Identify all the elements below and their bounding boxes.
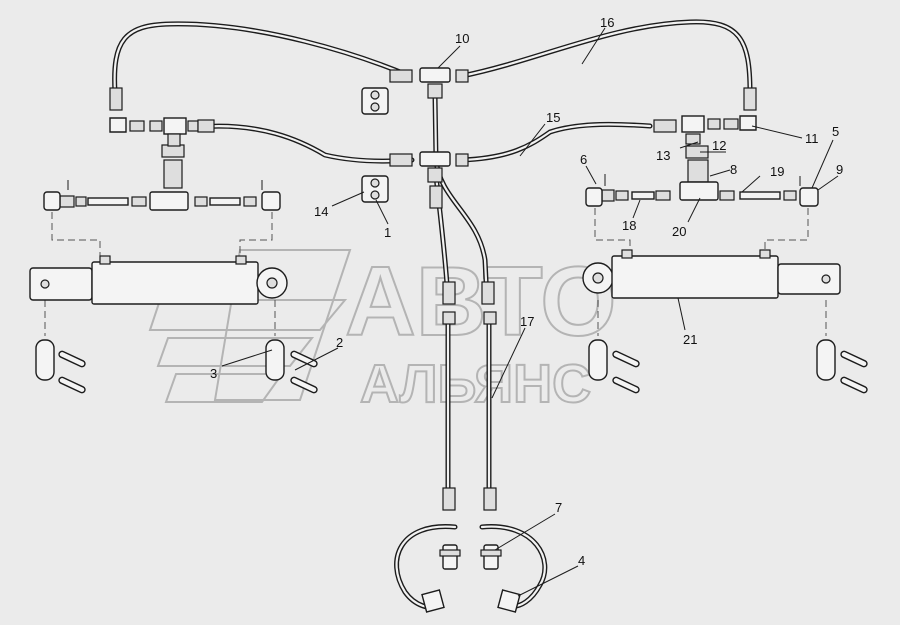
callout-13: 13	[656, 148, 670, 163]
callout-12: 12	[712, 138, 726, 153]
hose-end-fittings	[442, 281, 497, 511]
callout-labels: 10 16 15 11 5 12 13 8 9 6 19 18 20 21 14…	[210, 15, 843, 568]
clamp-plate-14	[361, 175, 389, 203]
callout-11: 11	[805, 131, 819, 146]
left-distribution-line	[43, 144, 281, 211]
hose-16	[112, 19, 753, 95]
callout-19: 19	[770, 164, 784, 179]
clamp-plate-upper	[361, 87, 389, 115]
callout-21: 21	[683, 332, 697, 347]
quick-couplers-7	[439, 544, 502, 570]
callout-7: 7	[555, 500, 562, 515]
dashed-connections	[44, 208, 827, 336]
top-right-fittings	[653, 87, 757, 183]
callout-14: 14	[314, 204, 328, 219]
callout-17: 17	[520, 314, 534, 329]
callout-10: 10	[455, 31, 469, 46]
callout-15: 15	[546, 110, 560, 125]
watermark-line1: АВТО	[345, 246, 616, 356]
center-tees	[389, 67, 469, 209]
callout-6: 6	[580, 152, 587, 167]
watermark-line2: АЛЬЯНС	[360, 354, 591, 414]
hose-17	[445, 319, 492, 495]
callout-2: 2	[336, 335, 343, 350]
callout-9: 9	[836, 162, 843, 177]
top-left-fittings	[109, 87, 215, 147]
callout-4: 4	[578, 553, 585, 568]
hose-15	[459, 121, 653, 163]
watermark-logo: АВТО АЛЬЯНС	[148, 245, 617, 415]
callout-18: 18	[622, 218, 636, 233]
hydraulic-cylinder-right	[582, 249, 841, 299]
callout-8: 8	[730, 162, 737, 177]
callout-5: 5	[832, 124, 839, 139]
hydraulic-cylinder-left	[29, 255, 288, 305]
callout-20: 20	[672, 224, 686, 239]
callout-1: 1	[384, 225, 391, 240]
hose-end-caps	[421, 589, 521, 613]
leader-lines	[221, 27, 839, 597]
hose-4-loop	[394, 524, 548, 610]
right-distribution-line	[585, 174, 819, 207]
pins-right	[588, 339, 868, 394]
hose-15-left	[195, 123, 415, 164]
callout-16: 16	[600, 15, 614, 30]
callout-3: 3	[210, 366, 217, 381]
